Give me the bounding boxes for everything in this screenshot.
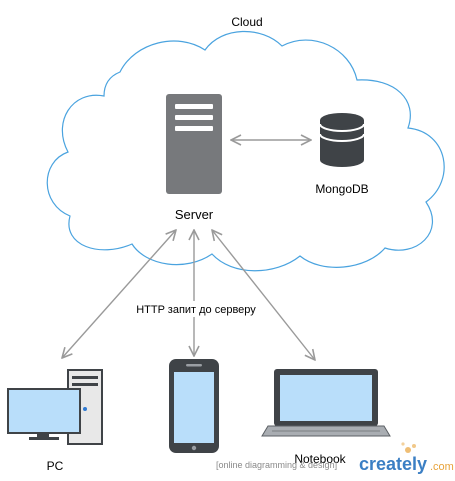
notebook-server-connector [212, 230, 315, 360]
database-icon [319, 113, 365, 167]
desktop-pc-icon [7, 369, 103, 445]
request-label: HTTP запит до серверу [136, 304, 256, 316]
creately-logo [401, 442, 416, 453]
pc-label: PC [47, 459, 64, 473]
server-label: Server [175, 207, 214, 222]
cloud-label: Cloud [231, 15, 262, 29]
smartphone-icon [169, 359, 219, 453]
pc-server-connector [62, 230, 176, 358]
server-icon [166, 94, 222, 194]
notebook-label: Notebook [294, 452, 346, 466]
request-label-backdrop [127, 301, 265, 317]
watermark-suffix: .com [430, 461, 454, 473]
watermark-caption: [online diagramming & design] [216, 460, 337, 470]
watermark-brand: creately [359, 454, 427, 474]
cloud-shape [46, 30, 445, 272]
laptop-icon [261, 369, 391, 437]
database-label: MongoDB [315, 182, 368, 196]
